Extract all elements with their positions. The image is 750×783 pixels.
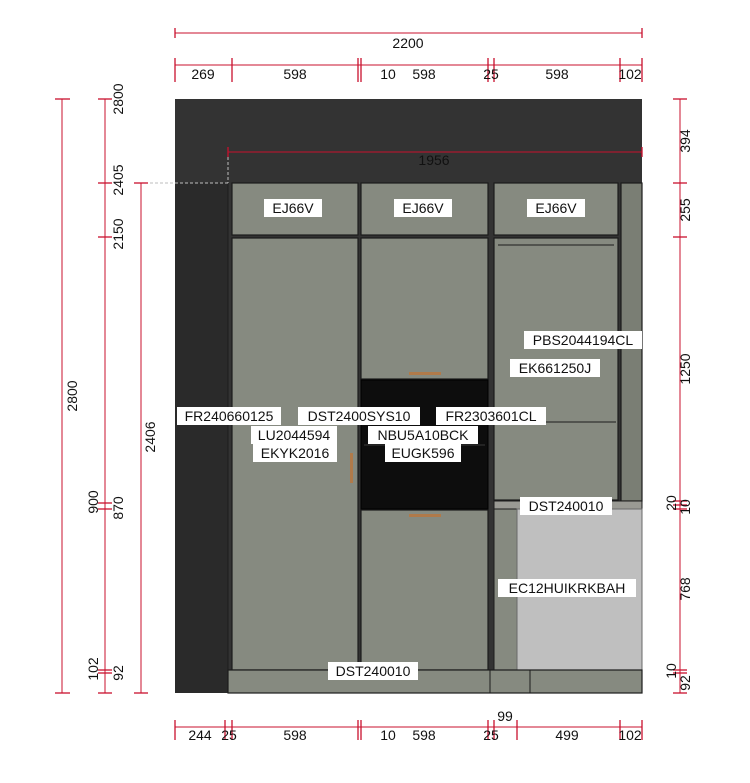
- label-worktop-text: DST240010: [529, 498, 604, 514]
- label-tall-left-1-text: LU2044594: [258, 427, 331, 443]
- dim-left-level-2: 2405: [110, 164, 126, 195]
- dim-bottom-4: 10: [380, 727, 396, 743]
- dim-bottom-3: 598: [283, 727, 307, 743]
- oven-housing-upper-handle: [409, 372, 441, 375]
- label-left-panel-text: FR240660125: [185, 408, 274, 424]
- dim-top-6: 598: [545, 66, 569, 82]
- dim-bottom-gap: 99: [497, 708, 513, 724]
- dim-left-level-6: 102: [85, 657, 101, 681]
- dim-right-level-3: 1250: [677, 353, 693, 384]
- dimension-lines: [55, 28, 687, 740]
- dim-left-total-height: 2800: [64, 380, 80, 411]
- dim-soffit-width: 1956: [418, 152, 449, 168]
- dim-bottom-6: 25: [483, 727, 499, 743]
- dim-top-1: 269: [191, 66, 215, 82]
- dim-top-7: 102: [618, 66, 642, 82]
- dim-left-level-7: 92: [110, 665, 126, 681]
- label-tall-right-1-text: PBS2044194CL: [533, 332, 634, 348]
- label-tall-right-2[interactable]: EK661250J: [510, 359, 600, 377]
- label-worktop[interactable]: DST240010: [520, 497, 612, 515]
- dim-bottom-1: 244: [188, 727, 212, 743]
- dim-left-level-3: 2150: [110, 218, 126, 249]
- label-plinth-text: DST240010: [336, 663, 411, 679]
- label-top-unit-3-text: EJ66V: [535, 200, 577, 216]
- label-base-unit[interactable]: EC12HUIKRKBAH: [498, 579, 636, 597]
- label-oven-1[interactable]: NBU5A10BCK: [368, 426, 478, 444]
- end-panel-left: [175, 183, 228, 693]
- dim-left-level-4: 900: [85, 490, 101, 514]
- dim-top-2: 598: [283, 66, 307, 82]
- label-center-panel[interactable]: DST2400SYS10: [298, 407, 420, 425]
- dim-right-level-5: 10: [677, 499, 693, 515]
- dim-right-level-4: 20: [663, 495, 679, 511]
- plinth[interactable]: [227, 669, 643, 694]
- label-tall-right-2-text: EK661250J: [519, 360, 591, 376]
- oven-housing-upper[interactable]: [360, 237, 489, 380]
- label-base-unit-text: EC12HUIKRKBAH: [509, 580, 626, 596]
- dim-right-level-6: 768: [677, 577, 693, 601]
- label-top-unit-1[interactable]: EJ66V: [264, 199, 322, 217]
- dim-left-level-1: 2800: [110, 83, 126, 114]
- label-top-unit-2[interactable]: EJ66V: [394, 199, 452, 217]
- label-oven-2-text: EUGK596: [391, 445, 454, 461]
- label-top-unit-3[interactable]: EJ66V: [527, 199, 585, 217]
- dim-bottom-7: 499: [555, 727, 579, 743]
- dim-top-4: 598: [412, 66, 436, 82]
- label-top-unit-2-text: EJ66V: [402, 200, 444, 216]
- dim-bottom-2: 25: [221, 727, 237, 743]
- label-oven-1-text: NBU5A10BCK: [377, 427, 469, 443]
- dim-left-level-5: 870: [110, 496, 126, 520]
- label-center-panel-text: DST2400SYS10: [308, 408, 411, 424]
- oven-housing-lower-handle: [409, 514, 441, 517]
- oven-housing-lower[interactable]: [360, 509, 489, 671]
- label-oven-2[interactable]: EUGK596: [385, 444, 461, 462]
- label-tall-left-2-text: EKYK2016: [261, 445, 330, 461]
- dim-right-level-1: 394: [677, 129, 693, 153]
- label-left-panel[interactable]: FR240660125: [177, 407, 281, 425]
- label-plinth[interactable]: DST240010: [328, 662, 418, 680]
- dim-bottom-8: 102: [618, 727, 642, 743]
- label-right-panel[interactable]: FR2303601CL: [436, 407, 546, 425]
- dim-bottom-5: 598: [412, 727, 436, 743]
- dim-right-level-2: 255: [677, 198, 693, 222]
- label-tall-right-1[interactable]: PBS2044194CL: [524, 331, 642, 349]
- dim-tall-height: 2406: [142, 421, 158, 452]
- dim-top-total: 2200: [392, 35, 423, 51]
- dim-top-3: 10: [380, 66, 396, 82]
- label-tall-left-2[interactable]: EKYK2016: [253, 444, 337, 462]
- tall-cabinet-left-handle: [350, 453, 353, 483]
- dim-right-level-7: 10: [663, 663, 679, 679]
- dim-right-level-8: 92: [677, 675, 693, 691]
- top-unit-3[interactable]: [493, 182, 619, 236]
- label-top-unit-1-text: EJ66V: [272, 200, 314, 216]
- dim-top-5: 25: [483, 66, 499, 82]
- label-tall-left-1[interactable]: LU2044594: [251, 426, 337, 444]
- label-right-panel-text: FR2303601CL: [445, 408, 536, 424]
